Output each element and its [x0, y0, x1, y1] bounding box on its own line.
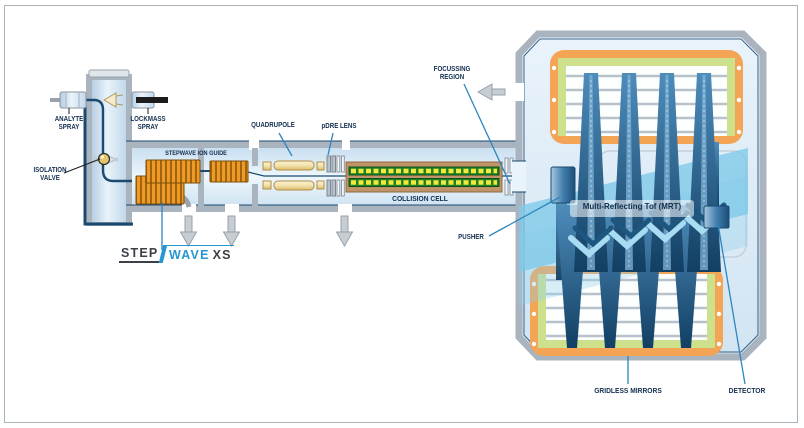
label-lockmass-line2: SPRAY [137, 123, 159, 131]
label-isolation-line2: VALVE [40, 174, 60, 182]
label-isolation-valve: ISOLATION VALVE [33, 167, 66, 182]
label-detector: DETECTOR [728, 386, 766, 395]
quadrupole-rods [262, 160, 325, 191]
label-focussing-region: FOCUSSING REGION [434, 66, 471, 81]
label-analyte-spray: ANALYTE SPRAY [55, 116, 84, 131]
label-lockmass-spray: LOCKMASS SPRAY [130, 116, 165, 131]
label-pdre-lens: pDRE LENS [321, 123, 357, 130]
stepwave-xs-logo: STEP WAVE XS [119, 245, 234, 263]
label-analyte-line2: SPRAY [58, 123, 80, 131]
label-pusher: PUSHER [458, 234, 484, 241]
pusher [550, 166, 576, 204]
top-gridless-mirror [550, 50, 743, 144]
callout-lines [63, 83, 746, 385]
logo-step-text: STEP [119, 245, 160, 263]
collision-cell [345, 161, 503, 193]
label-analyte-line1: ANALYTE [54, 116, 84, 123]
label-mrt: Multi-Reflecting Tof (MRT) [582, 201, 682, 211]
label-focussing-line1: FOCUSSING [433, 66, 471, 73]
label-quadrupole: QUADRUPOLE [251, 122, 295, 129]
mrt-label-band [570, 200, 694, 217]
vacuum-pump-arrows [179, 215, 354, 248]
lockmass-spray-probe [131, 91, 168, 109]
spray-arrow-icon [103, 92, 124, 108]
label-focussing-line2: REGION [439, 73, 465, 81]
label-lockmass-line1: LOCKMASS [130, 116, 166, 123]
label-isolation-line1: ISOLATION [33, 167, 67, 174]
stepwave-ion-guide-coils [135, 159, 249, 205]
pdre-lens [326, 155, 345, 197]
logo-wave-xs: WAVE XS [165, 245, 234, 263]
logo-xs-text: XS [212, 248, 232, 262]
label-gridless-mirrors: GRIDLESS MIRRORS [594, 386, 662, 395]
label-collision-cell: COLLISION CELL [392, 194, 448, 203]
mrt-pump-arrow [476, 83, 506, 101]
detector [703, 205, 730, 229]
logo-wave-text: WAVE [168, 248, 210, 262]
analyte-spray-probe [50, 91, 87, 109]
label-stepwave-ion-guide: STEPWAVE ION GUIDE [165, 150, 227, 157]
